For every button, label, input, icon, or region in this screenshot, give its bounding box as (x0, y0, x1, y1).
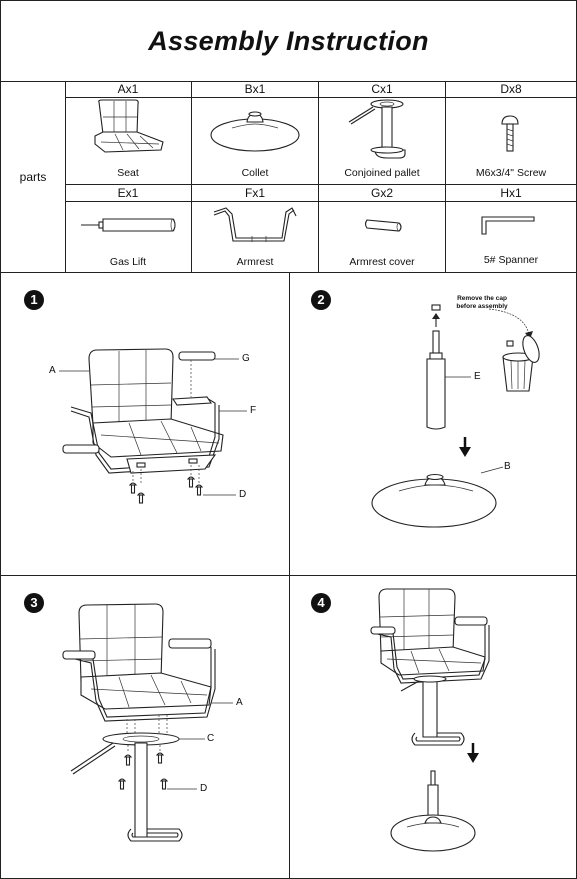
part-cell-conjoined-pallet: Cx1 Conjoined pallet (319, 81, 446, 185)
step-1-panel: 1 (1, 273, 290, 576)
part-code: Bx1 (192, 81, 318, 98)
part-cell-seat: Ax1 Seat (65, 81, 192, 185)
part-name: Armrest cover (319, 256, 445, 268)
parts-table: parts Ax1 Seat Bx1 (1, 81, 576, 273)
label-g: G (242, 353, 250, 364)
part-cell-spanner: Hx1 5# Spanner (446, 185, 576, 272)
conjoined-pallet-icon (319, 98, 446, 168)
gas-lift-icon (65, 202, 192, 252)
part-name: Armrest (192, 256, 318, 268)
step-3-panel: 3 (1, 575, 290, 878)
label-b: B (504, 461, 511, 472)
part-code: Hx1 (446, 185, 576, 202)
label-d: D (239, 489, 246, 500)
part-name: 5# Spanner (446, 254, 576, 266)
part-code: Ex1 (65, 185, 191, 202)
step-4-panel: 4 (289, 575, 576, 878)
armrest-icon (192, 202, 319, 252)
part-name: Seat (65, 167, 191, 179)
screw-icon (446, 98, 576, 168)
label-e: E (474, 371, 481, 382)
seat-icon (65, 98, 192, 168)
part-code: Dx8 (446, 81, 576, 98)
part-code: Fx1 (192, 185, 318, 202)
collet-icon (192, 98, 319, 168)
step-1-illustration (1, 273, 289, 575)
page-title: Assembly Instruction (1, 1, 576, 82)
label-a: A (49, 365, 56, 376)
armrest-cover-icon (319, 202, 446, 252)
part-code: Cx1 (319, 81, 445, 98)
label-d: D (200, 783, 207, 794)
step-2-panel: 2 Remove the cap before assembly (289, 273, 576, 576)
label-a: A (236, 697, 243, 708)
step-3-illustration (1, 575, 289, 878)
part-code: Gx2 (319, 185, 445, 202)
part-cell-collet: Bx1 Collet (192, 81, 319, 185)
part-name: Gas Lift (65, 256, 191, 268)
parts-grid: Ax1 Seat Bx1 (65, 81, 576, 272)
part-code: Ax1 (65, 81, 191, 98)
parts-label: parts (1, 81, 66, 272)
part-name: Collet (192, 167, 318, 179)
part-name: M6x3/4" Screw (446, 167, 576, 179)
part-cell-armrest-cover: Gx2 Armrest cover (319, 185, 446, 272)
part-cell-screw: Dx8 M6x3/4" Screw (446, 81, 576, 185)
step-4-illustration (289, 575, 576, 878)
label-c: C (207, 733, 214, 744)
part-cell-armrest: Fx1 Armrest (192, 185, 319, 272)
label-f: F (250, 405, 256, 416)
part-name: Conjoined pallet (319, 167, 445, 179)
part-cell-gas-lift: Ex1 Gas Lift (65, 185, 192, 272)
spanner-icon (446, 202, 576, 252)
step-2-illustration (289, 273, 576, 575)
